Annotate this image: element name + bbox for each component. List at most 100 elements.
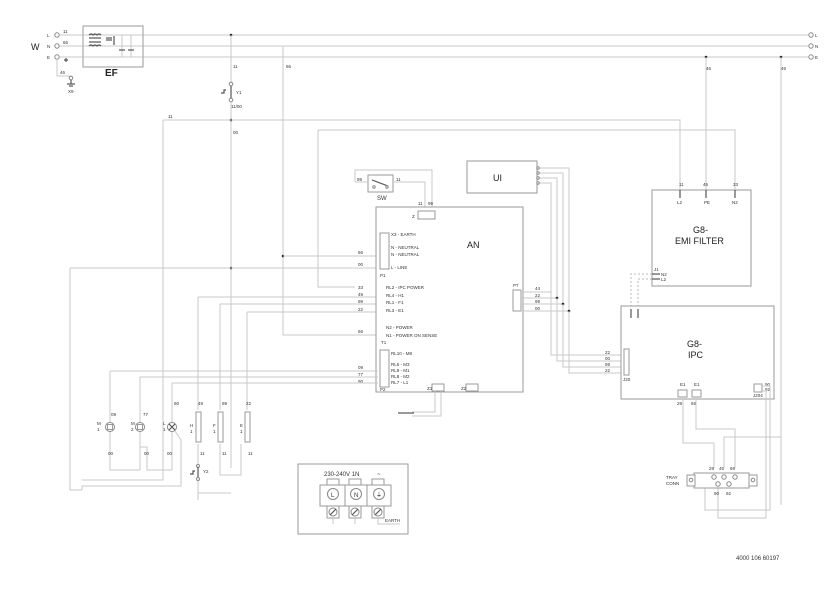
emi-pin-label: PE <box>704 200 710 205</box>
switch-sw <box>354 169 433 208</box>
ground-x9 <box>56 58 75 87</box>
connector-p7 <box>512 289 522 312</box>
wire-label: 90 <box>358 379 364 384</box>
wire-label: 90 <box>765 382 771 387</box>
wire-label: 69 <box>730 466 736 471</box>
an-board-label: AN <box>467 240 480 250</box>
terminal-e-in <box>54 54 60 60</box>
thermostat-icon <box>221 89 226 94</box>
p1-pin-text: L - LINE <box>391 265 407 270</box>
p1-pin-text: X3 - EARTH <box>391 232 416 237</box>
rail-out-label-n: N <box>815 44 818 49</box>
load-index: 1 <box>163 427 166 432</box>
p2-pin-text: RL10 - M8 <box>391 351 413 356</box>
ui-board-label: UI <box>493 173 502 183</box>
terminal-l-in <box>54 32 60 38</box>
load-index: 2 <box>131 427 134 432</box>
wire-label: 92 <box>726 491 732 496</box>
wire-label: 09 <box>358 365 364 370</box>
wire-label: 46 <box>781 66 787 71</box>
connector-z2-label: Z2 <box>461 386 467 391</box>
ipc-board <box>620 305 775 400</box>
emi-filter-board <box>651 189 752 287</box>
wire-label: 90 <box>714 491 720 496</box>
connector-p2 <box>379 349 390 388</box>
load-f1 <box>217 393 242 476</box>
connector-p1-label: P1 <box>380 273 386 278</box>
wire-label: 11 <box>233 64 238 69</box>
wire-label: 00 <box>535 306 541 311</box>
wire-label: 11 <box>222 451 227 456</box>
connector-j20 <box>623 348 630 376</box>
p2-pin-text: RL6 - M3 <box>391 362 410 367</box>
ipc-title-2: IPC <box>688 350 704 360</box>
load-e1 <box>244 393 251 443</box>
wire-label: 90 <box>174 401 180 406</box>
wire-label: 46 <box>703 182 709 187</box>
relay-text: RL3 - E1 <box>386 308 404 313</box>
tray-conn-label-1: TRAY <box>666 475 678 480</box>
p2-pin-text: RL8 - M2 <box>391 374 410 379</box>
rail-out-label-e: E <box>815 55 818 60</box>
terminal-block-title: 230-240V 1N <box>324 472 359 478</box>
wire-label: 11 <box>396 177 401 182</box>
emi-filter-title-1: G8- <box>693 225 708 235</box>
connector-p1 <box>379 232 390 270</box>
wire-label: 66 <box>358 250 364 255</box>
ground-icon <box>64 58 68 62</box>
wire-label: 00 <box>358 262 364 267</box>
p2-pin-text: RL9 - M1 <box>391 368 410 373</box>
connector-z1-label: Z1 <box>427 386 433 391</box>
load-index: 1 <box>190 429 193 434</box>
tray-connector <box>686 472 758 489</box>
connector-z-pin: 99 <box>428 201 434 206</box>
line-label-l: L <box>47 33 50 38</box>
wire-label: 22 <box>358 307 364 312</box>
wire-label: 00 <box>605 356 611 361</box>
terminal-n-out <box>808 43 814 49</box>
t1-label: T1 <box>381 340 387 345</box>
connector-j204 <box>753 383 763 393</box>
ipc-bottom-connector: E1 <box>680 382 686 387</box>
wire-label: 00 <box>144 451 150 456</box>
connector-z-label: Z <box>412 214 415 219</box>
relay-text: RL1 - F1 <box>386 300 404 305</box>
supply-rails <box>54 32 814 60</box>
thermostat-y1-sub: 11/00 <box>231 104 242 109</box>
wire-label: 66 <box>286 64 292 69</box>
wire-label: 11 <box>679 182 684 187</box>
tray-conn-label-2: CONN <box>666 481 679 486</box>
connector-p7-label: P7 <box>513 283 519 288</box>
thermostat-y1-label: Y1 <box>236 90 242 95</box>
wire-label: 46 <box>60 70 66 75</box>
wire-label: 22 <box>605 368 611 373</box>
wire-label: 09 <box>111 412 117 417</box>
wire-label: 66 <box>63 40 69 45</box>
wire-label: 49 <box>198 401 204 406</box>
wire-label: 33 <box>733 182 739 187</box>
connector-j20-label: J20 <box>623 377 631 382</box>
terminal-earth-icon: ⏚ <box>376 492 382 499</box>
wire-label: 92 <box>765 387 771 392</box>
wire-label: 69 <box>691 401 697 406</box>
wire-label: 99 <box>605 362 611 367</box>
earth-label: EARTH <box>385 518 400 523</box>
wire-label: 99 <box>535 299 541 304</box>
wire-label: 22 <box>246 401 252 406</box>
ui-board <box>466 160 538 194</box>
wire-label: 11 <box>248 451 253 456</box>
load-label: L <box>163 421 166 426</box>
load-label: H <box>190 423 193 428</box>
load-label: F <box>213 423 216 428</box>
wire-label: 11 <box>63 29 68 34</box>
terminal-e-out <box>808 54 814 60</box>
wire-label: 11 <box>200 451 205 456</box>
load-index: 1 <box>97 427 100 432</box>
connector-p2-label: P2 <box>380 387 386 392</box>
ipc-bottom-connector: E1 <box>694 382 700 387</box>
terminal-n: N <box>354 493 358 499</box>
terminal-n-in <box>54 43 60 49</box>
load-label: E <box>240 423 243 428</box>
emi-pin-label: L2 <box>677 200 683 205</box>
